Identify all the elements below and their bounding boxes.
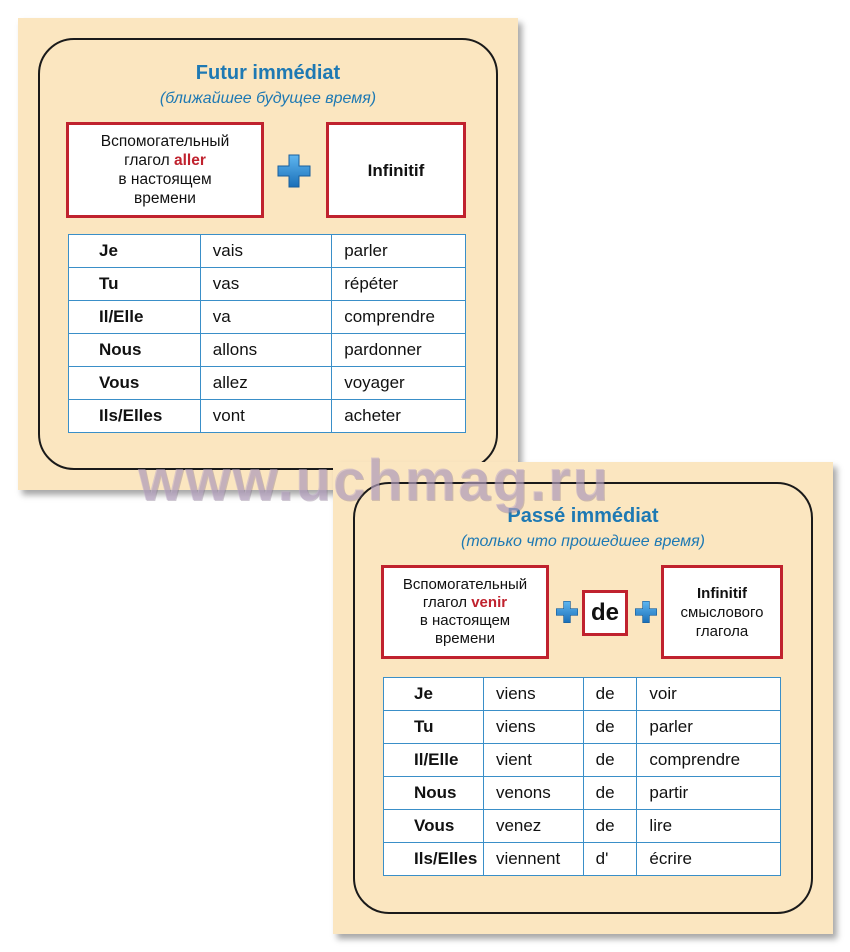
- table-cell: d': [582, 842, 638, 876]
- card-frame: [38, 38, 498, 470]
- table-cell: de: [582, 776, 638, 810]
- table-cell: va: [199, 300, 333, 334]
- pronoun-cell: Tu: [383, 710, 484, 744]
- plus-icon: [555, 600, 579, 624]
- box-line: Infinitif: [697, 584, 747, 602]
- plus-icon: [276, 153, 312, 189]
- card-title: Passé immédiat: [507, 505, 659, 527]
- futur-immediat-card: Futur immédiat (ближайшее будущее время)…: [18, 18, 518, 490]
- table-cell: écrire: [636, 842, 781, 876]
- box-line: глагол venir: [422, 594, 508, 611]
- table-cell: partir: [636, 776, 781, 810]
- table-cell: vais: [199, 234, 333, 268]
- box-line: Вспомогательный: [402, 576, 528, 593]
- pronoun-cell: Il/Elle: [68, 300, 201, 334]
- table-cell: lire: [636, 809, 781, 843]
- table-cell: viennent: [482, 842, 584, 876]
- card-frame: [353, 482, 813, 914]
- verb-venir: venir: [471, 594, 508, 611]
- table-cell: répéter: [331, 267, 466, 301]
- pronoun-cell: Je: [383, 677, 484, 711]
- table-cell: parler: [636, 710, 781, 744]
- card-subtitle: (ближайшее будущее время): [159, 90, 377, 107]
- table-cell: vient: [482, 743, 584, 777]
- table-cell: viens: [482, 710, 584, 744]
- table-cell: voir: [636, 677, 781, 711]
- pronoun-cell: Ils/Elles: [383, 842, 484, 876]
- de-box: de: [582, 590, 628, 636]
- box-line: глагол aller: [124, 152, 206, 169]
- card-subtitle: (только что прошедшее время): [461, 533, 705, 550]
- pronoun-cell: Nous: [383, 776, 484, 810]
- box-line: времени: [435, 630, 495, 647]
- table-cell: vas: [199, 267, 333, 301]
- pronoun-cell: Vous: [383, 809, 484, 843]
- infinitif-box: Infinitif: [326, 122, 466, 218]
- pronoun-cell: Vous: [68, 366, 201, 400]
- box-line: смыслового: [680, 603, 764, 621]
- table-cell: de: [582, 677, 638, 711]
- box-line: Вспомогательный: [100, 133, 230, 150]
- table-cell: voyager: [331, 366, 466, 400]
- table-cell: de: [582, 710, 638, 744]
- table-cell: parler: [331, 234, 466, 268]
- table-cell: pardonner: [331, 333, 466, 367]
- table-cell: venons: [482, 776, 584, 810]
- table-cell: allons: [199, 333, 333, 367]
- auxiliary-verb-box: Вспомогательный глагол venir в настоящем…: [381, 565, 549, 659]
- box-line: времени: [134, 190, 196, 207]
- pronoun-cell: Ils/Elles: [68, 399, 201, 433]
- box-line: глагола: [695, 622, 749, 640]
- infinitif-box: Infinitif смыслового глагола: [661, 565, 783, 659]
- box-line: в настоящем: [419, 612, 511, 629]
- table-cell: comprendre: [331, 300, 466, 334]
- pronoun-cell: Tu: [68, 267, 201, 301]
- auxiliary-verb-box: Вспомогательный глагол aller в настоящем…: [66, 122, 264, 218]
- box-line: в настоящем: [118, 171, 212, 188]
- table-cell: vont: [199, 399, 333, 433]
- pronoun-cell: Il/Elle: [383, 743, 484, 777]
- table-cell: venez: [482, 809, 584, 843]
- watermark: www.uchmag.ru: [138, 448, 610, 513]
- pronoun-cell: Je: [68, 234, 201, 268]
- pronoun-cell: Nous: [68, 333, 201, 367]
- table-cell: comprendre: [636, 743, 781, 777]
- table-cell: acheter: [331, 399, 466, 433]
- table-cell: allez: [199, 366, 333, 400]
- table-cell: de: [582, 809, 638, 843]
- passe-immediat-card: Passé immédiat (только что прошедшее вре…: [333, 462, 833, 934]
- table-cell: viens: [482, 677, 584, 711]
- card-title: Futur immédiat: [195, 62, 341, 84]
- table-cell: de: [582, 743, 638, 777]
- plus-icon: [634, 600, 658, 624]
- verb-aller: aller: [174, 152, 206, 169]
